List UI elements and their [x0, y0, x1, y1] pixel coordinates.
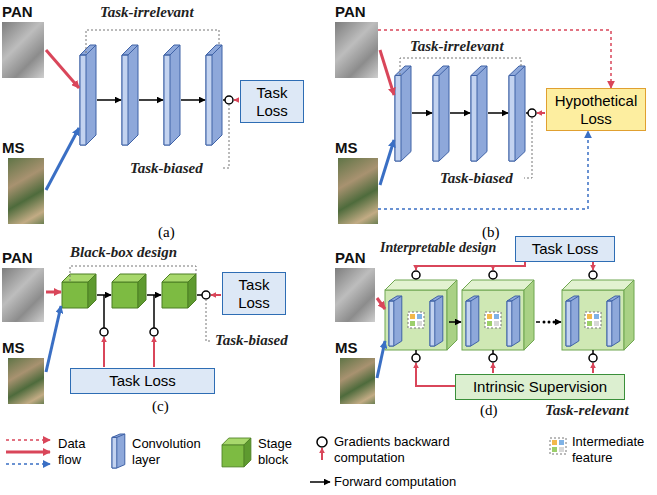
annotation: Task-irrelevant — [100, 4, 194, 21]
image-input: PAN — [2, 4, 44, 78]
image-label: MS — [2, 140, 25, 157]
legend-text: Convolution layer — [132, 436, 216, 468]
legend-text: Data flow — [58, 436, 100, 468]
image-input: PAN — [2, 250, 44, 322]
satellite-image — [8, 158, 44, 224]
annotation: Task-biased — [130, 160, 203, 177]
satellite-image — [338, 158, 378, 224]
image-label: PAN — [335, 4, 366, 21]
loss-box: Hypothetical Loss — [546, 88, 646, 131]
box-text: Task Loss — [532, 240, 599, 257]
satellite-image — [2, 268, 44, 322]
satellite-image — [8, 358, 44, 404]
box-text: Task Loss — [109, 372, 176, 389]
loss-box: Intrinsic Supervision — [455, 374, 625, 400]
annotation: Task-biased — [215, 332, 288, 349]
annotation: Task-biased — [440, 170, 513, 187]
panel-tag: (c) — [152, 398, 169, 415]
annotation: Interpretable design — [380, 240, 496, 255]
satellite-image — [340, 358, 375, 404]
image-input: MS — [2, 340, 44, 404]
legend-text: Intermediate feature — [572, 434, 652, 466]
legend-text: Stage block — [258, 436, 304, 468]
panel-tag: (a) — [158, 224, 175, 241]
image-label: MS — [2, 340, 25, 357]
box-text: Task Loss — [227, 276, 281, 311]
loss-box: Task Loss — [515, 236, 615, 262]
satellite-image — [335, 268, 375, 322]
loss-box: Task Loss — [222, 272, 286, 315]
image-input: MS — [2, 140, 44, 224]
box-text: Task Loss — [245, 84, 299, 119]
panel-tag: (d) — [480, 402, 498, 419]
image-label: MS — [335, 340, 358, 357]
box-text: Hypothetical Loss — [551, 92, 641, 127]
image-label: PAN — [2, 4, 33, 21]
annotation: Black-box design — [70, 244, 177, 261]
legend-text: Gradients backward computation — [334, 434, 474, 466]
annotation: Task-irrelevant — [410, 38, 504, 55]
image-label: PAN — [2, 250, 33, 267]
image-input: MS — [335, 340, 375, 404]
legend-text: Forward computation — [334, 474, 504, 490]
image-input: MS — [335, 140, 378, 224]
image-input: PAN — [335, 250, 375, 322]
loss-box: Task Loss — [240, 80, 304, 123]
annotation: Task-relevant — [545, 402, 629, 419]
image-input: PAN — [335, 4, 378, 78]
data-flow-arrow — [378, 30, 611, 88]
data-flow-arrow — [378, 131, 588, 209]
loss-box: Task Loss — [70, 368, 215, 394]
image-label: MS — [335, 140, 358, 157]
panel-tag: (b) — [482, 224, 500, 241]
satellite-image — [2, 22, 44, 78]
box-text: Intrinsic Supervision — [473, 378, 607, 395]
image-label: PAN — [335, 250, 366, 267]
satellite-image — [335, 22, 378, 78]
